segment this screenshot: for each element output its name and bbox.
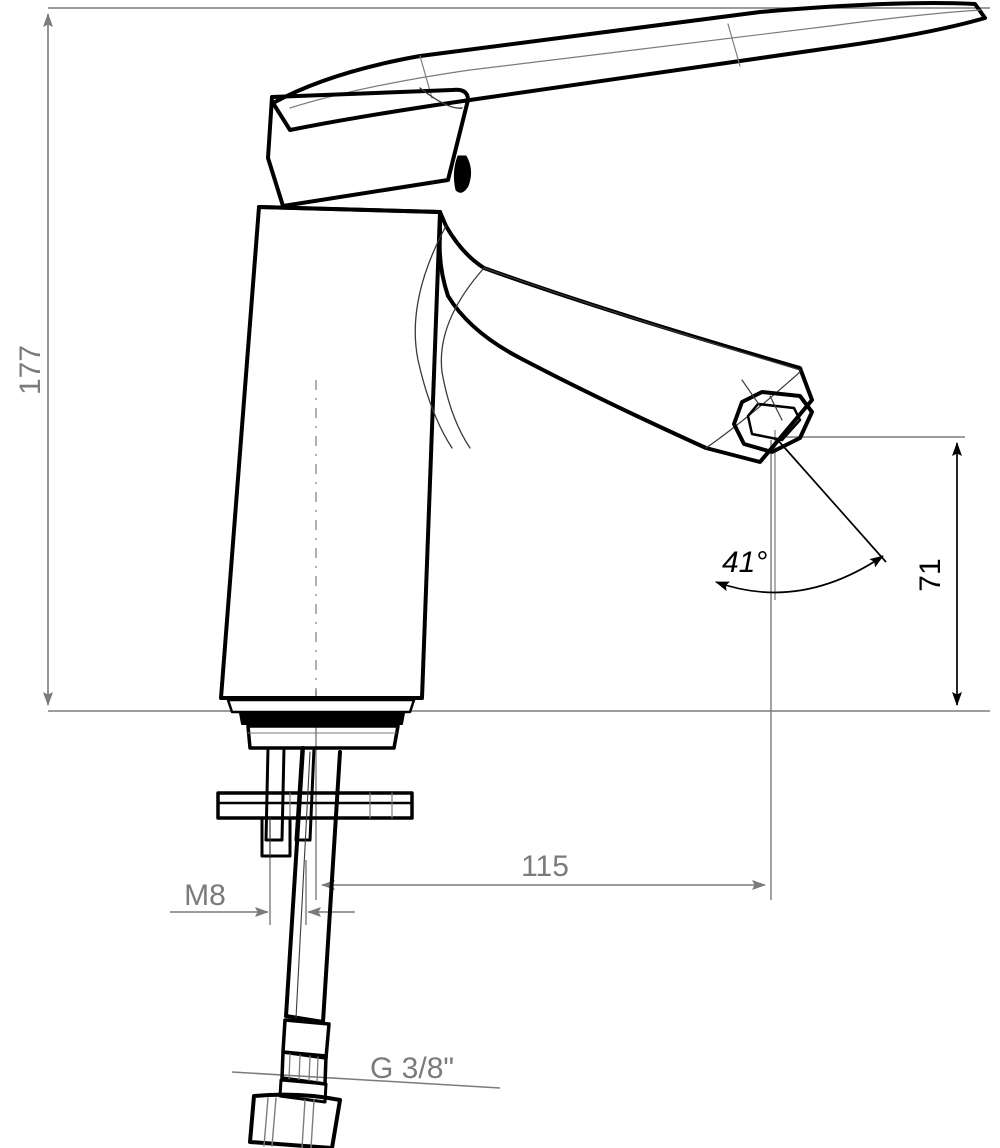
supply-hex-nut [248,1092,342,1148]
dimension-label-115: 115 [521,850,569,883]
dimension-label-41deg: 41° [722,546,767,579]
dimension-height-177: 177 [14,13,53,706]
extension-lines [48,7,990,925]
dimension-thread-m8: M8 [170,879,355,917]
lever-handle [271,1,987,132]
dimension-supply-thread: G 3/8" [231,1052,501,1089]
faucet-outline [216,1,987,1148]
spout-aerator [732,379,814,454]
supply-tube [284,746,342,1024]
stud-nut [260,816,292,858]
spout-arm [414,210,814,464]
dimension-height-71: 71 [914,442,962,706]
mounting-base-stack [226,698,416,750]
handle-hub [266,87,472,208]
mounting-plate [216,791,414,820]
supply-connector [278,1018,331,1104]
dimension-label-71: 71 [914,558,947,591]
dimension-angle-41: 41° [715,437,887,594]
dimension-label-m8: M8 [184,879,226,912]
dimension-reach-115: 115 [321,850,766,890]
dimension-label-177: 177 [14,345,47,395]
faucet-body [219,205,442,700]
dimension-label-g38: G 3/8" [370,1052,454,1085]
